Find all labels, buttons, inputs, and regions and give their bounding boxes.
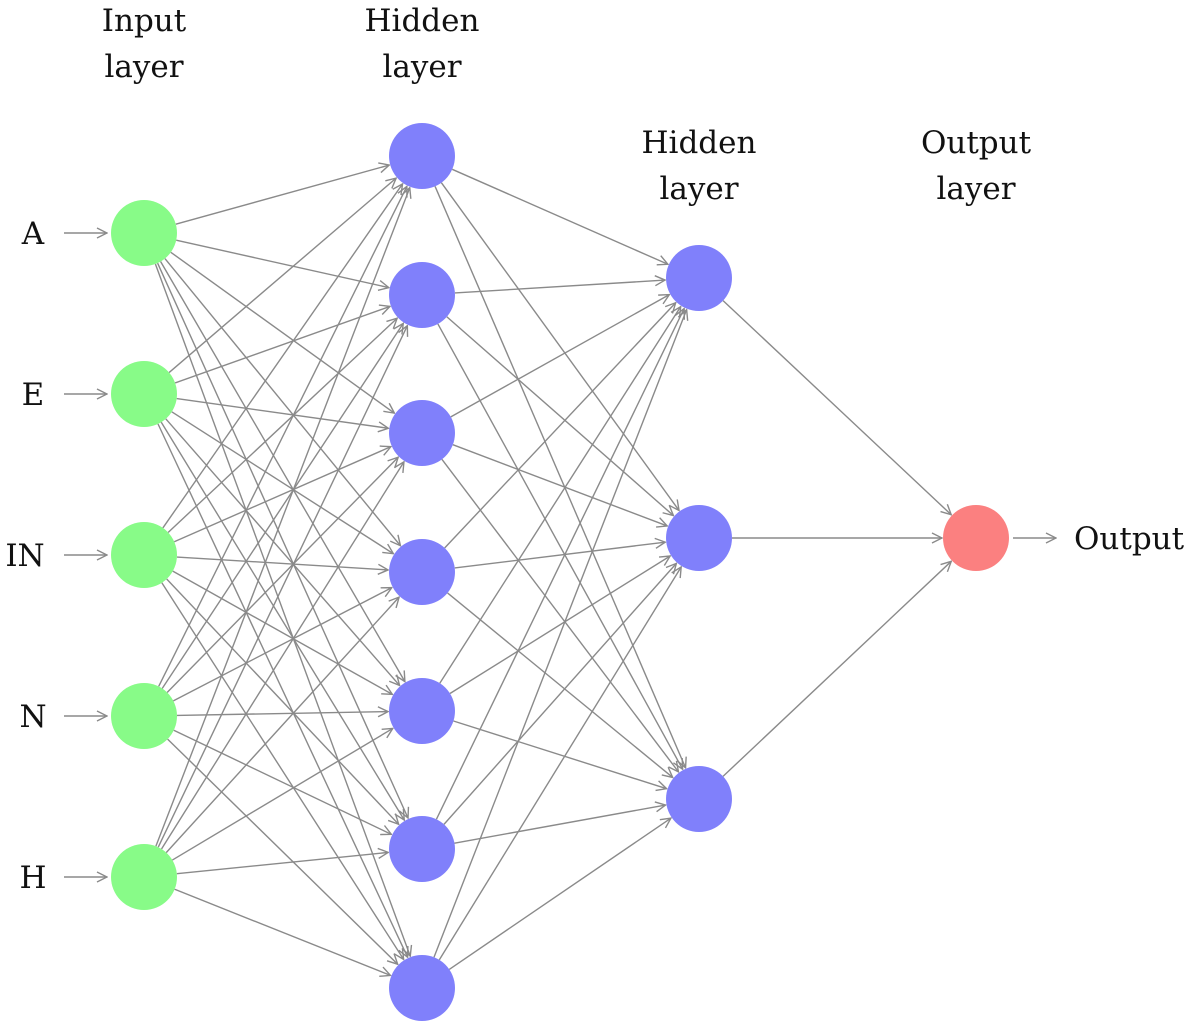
layer-title-input-line2: layer — [104, 49, 183, 85]
edge-l0-n0-to-l1-n2 — [170, 251, 395, 413]
hidden-node-1-5 — [389, 816, 455, 882]
edge-l0-n4-to-l1-n5 — [176, 852, 388, 875]
edge-l1-n4-to-l2-n0 — [439, 307, 681, 684]
edge-l0-n1-to-l1-n1 — [174, 306, 390, 384]
output-label: Output — [1074, 521, 1185, 557]
layer-title-hidden1-line1: Hidden — [365, 3, 480, 39]
edge-l1-n4-to-l2-n1 — [449, 556, 670, 695]
edge-l0-n4-to-l1-n4 — [171, 728, 392, 861]
edge-l0-n0-to-l1-n4 — [159, 261, 405, 682]
edge-l0-n2-to-l1-n3 — [176, 556, 388, 570]
layer-title-input-line1: Input — [102, 3, 187, 39]
edge-l1-n3-to-l2-n1 — [454, 542, 665, 569]
edge-l0-n4-to-l1-n1 — [157, 326, 407, 848]
input-label-e: E — [22, 377, 45, 413]
hidden-node-1-0 — [389, 123, 455, 189]
output-node-3-0 — [943, 505, 1009, 571]
edge-l0-n0-to-l1-n0 — [175, 165, 389, 225]
edge-l0-n3-to-l1-n1 — [161, 323, 403, 689]
edge-l2-n0-to-l3-n0 — [722, 300, 951, 515]
layer-title-hidden1-line2: layer — [382, 49, 461, 85]
edge-l0-n0-to-l1-n3 — [164, 258, 401, 546]
edge-l1-n5-to-l2-n2 — [454, 805, 665, 844]
hidden-node-1-4 — [389, 678, 455, 744]
input-label-h: H — [19, 860, 46, 896]
edge-l0-n3-to-l1-n5 — [173, 729, 392, 834]
edge-l1-n2-to-l2-n0 — [450, 295, 670, 418]
edge-l0-n1-to-l1-n5 — [160, 421, 404, 820]
connections — [154, 165, 951, 975]
edge-l1-n5-to-l2-n1 — [443, 563, 676, 825]
layer-title-output-line2: layer — [936, 171, 1015, 207]
edge-l1-n2-to-l2-n2 — [441, 458, 679, 772]
input-label-in: IN — [5, 538, 44, 574]
edge-l1-n6-to-l2-n0 — [433, 310, 687, 958]
edge-l2-n2-to-l3-n0 — [722, 561, 951, 777]
edge-l0-n2-to-l1-n4 — [172, 570, 393, 694]
input-label-a: A — [21, 216, 45, 252]
input-node-0-1 — [111, 361, 177, 427]
edge-l0-n1-to-l1-n6 — [157, 423, 408, 957]
layer-title-output-line1: Output — [921, 125, 1032, 161]
edge-l0-n1-to-l1-n4 — [165, 418, 400, 686]
edge-l1-n3-to-l2-n2 — [447, 592, 673, 778]
input-label-n: N — [19, 699, 46, 735]
hidden-node-2-1 — [666, 505, 732, 571]
edge-l0-n3-to-l1-n0 — [158, 186, 407, 687]
edge-l0-n3-to-l1-n6 — [167, 738, 398, 964]
edge-l1-n0-to-l2-n0 — [451, 168, 668, 264]
edge-l0-n0-to-l1-n1 — [176, 239, 389, 287]
edge-l0-n2-to-l1-n1 — [167, 318, 397, 533]
layer-title-hidden2-line1: Hidden — [642, 125, 757, 161]
edge-l1-n2-to-l2-n1 — [452, 444, 667, 526]
hidden-node-1-3 — [389, 539, 455, 605]
edge-l0-n1-to-l1-n0 — [168, 178, 396, 374]
edge-l0-n2-to-l1-n2 — [173, 447, 391, 543]
hidden-node-1-6 — [389, 955, 455, 1021]
edge-l0-n4-to-l1-n6 — [174, 888, 391, 975]
edge-l1-n6-to-l2-n1 — [438, 567, 681, 961]
edge-l0-n4-to-l1-n2 — [160, 462, 404, 850]
edge-l1-n1-to-l2-n0 — [454, 280, 665, 294]
edge-l0-n4-to-l1-n0 — [155, 188, 410, 847]
layer-titles: Input layer Hidden layer Hidden layer Ou… — [102, 3, 1032, 207]
edge-l0-n3-to-l1-n3 — [172, 588, 392, 702]
hidden-node-1-2 — [389, 400, 455, 466]
edge-l1-n0-to-l2-n1 — [440, 182, 679, 511]
hidden-node-1-1 — [389, 262, 455, 328]
hidden-node-2-2 — [666, 766, 732, 832]
io-labels: A E IN N H Output — [5, 216, 1184, 896]
edge-l1-n1-to-l2-n2 — [437, 323, 683, 769]
edge-l1-n5-to-l2-n0 — [435, 309, 684, 820]
edge-l0-n0-to-l1-n6 — [154, 263, 410, 956]
edge-l0-n2-to-l1-n5 — [166, 578, 399, 824]
edge-l0-n2-to-l1-n6 — [161, 582, 404, 960]
edge-l0-n0-to-l1-n5 — [156, 262, 408, 818]
edge-l1-n3-to-l2-n0 — [444, 303, 676, 549]
hidden-node-2-0 — [666, 245, 732, 311]
edge-l0-n1-to-l1-n2 — [176, 397, 389, 429]
edge-l0-n3-to-l1-n2 — [166, 457, 398, 693]
edge-l0-n3-to-l1-n4 — [176, 712, 388, 716]
edge-l0-n2-to-l1-n0 — [162, 184, 403, 529]
input-node-0-2 — [111, 522, 177, 588]
nodes — [111, 123, 1009, 1021]
edge-l1-n1-to-l2-n1 — [446, 316, 674, 516]
edge-l1-n0-to-l2-n2 — [434, 186, 685, 767]
edge-l1-n6-to-l2-n2 — [448, 818, 671, 970]
input-node-0-4 — [111, 844, 177, 910]
edge-l0-n1-to-l1-n3 — [171, 411, 394, 554]
edge-l0-n4-to-l1-n3 — [165, 597, 399, 854]
io-arrows — [64, 233, 1056, 877]
layer-title-hidden2-line2: layer — [659, 171, 738, 207]
input-node-0-3 — [111, 683, 177, 749]
input-node-0-0 — [111, 200, 177, 266]
edge-l1-n4-to-l2-n2 — [453, 720, 666, 789]
